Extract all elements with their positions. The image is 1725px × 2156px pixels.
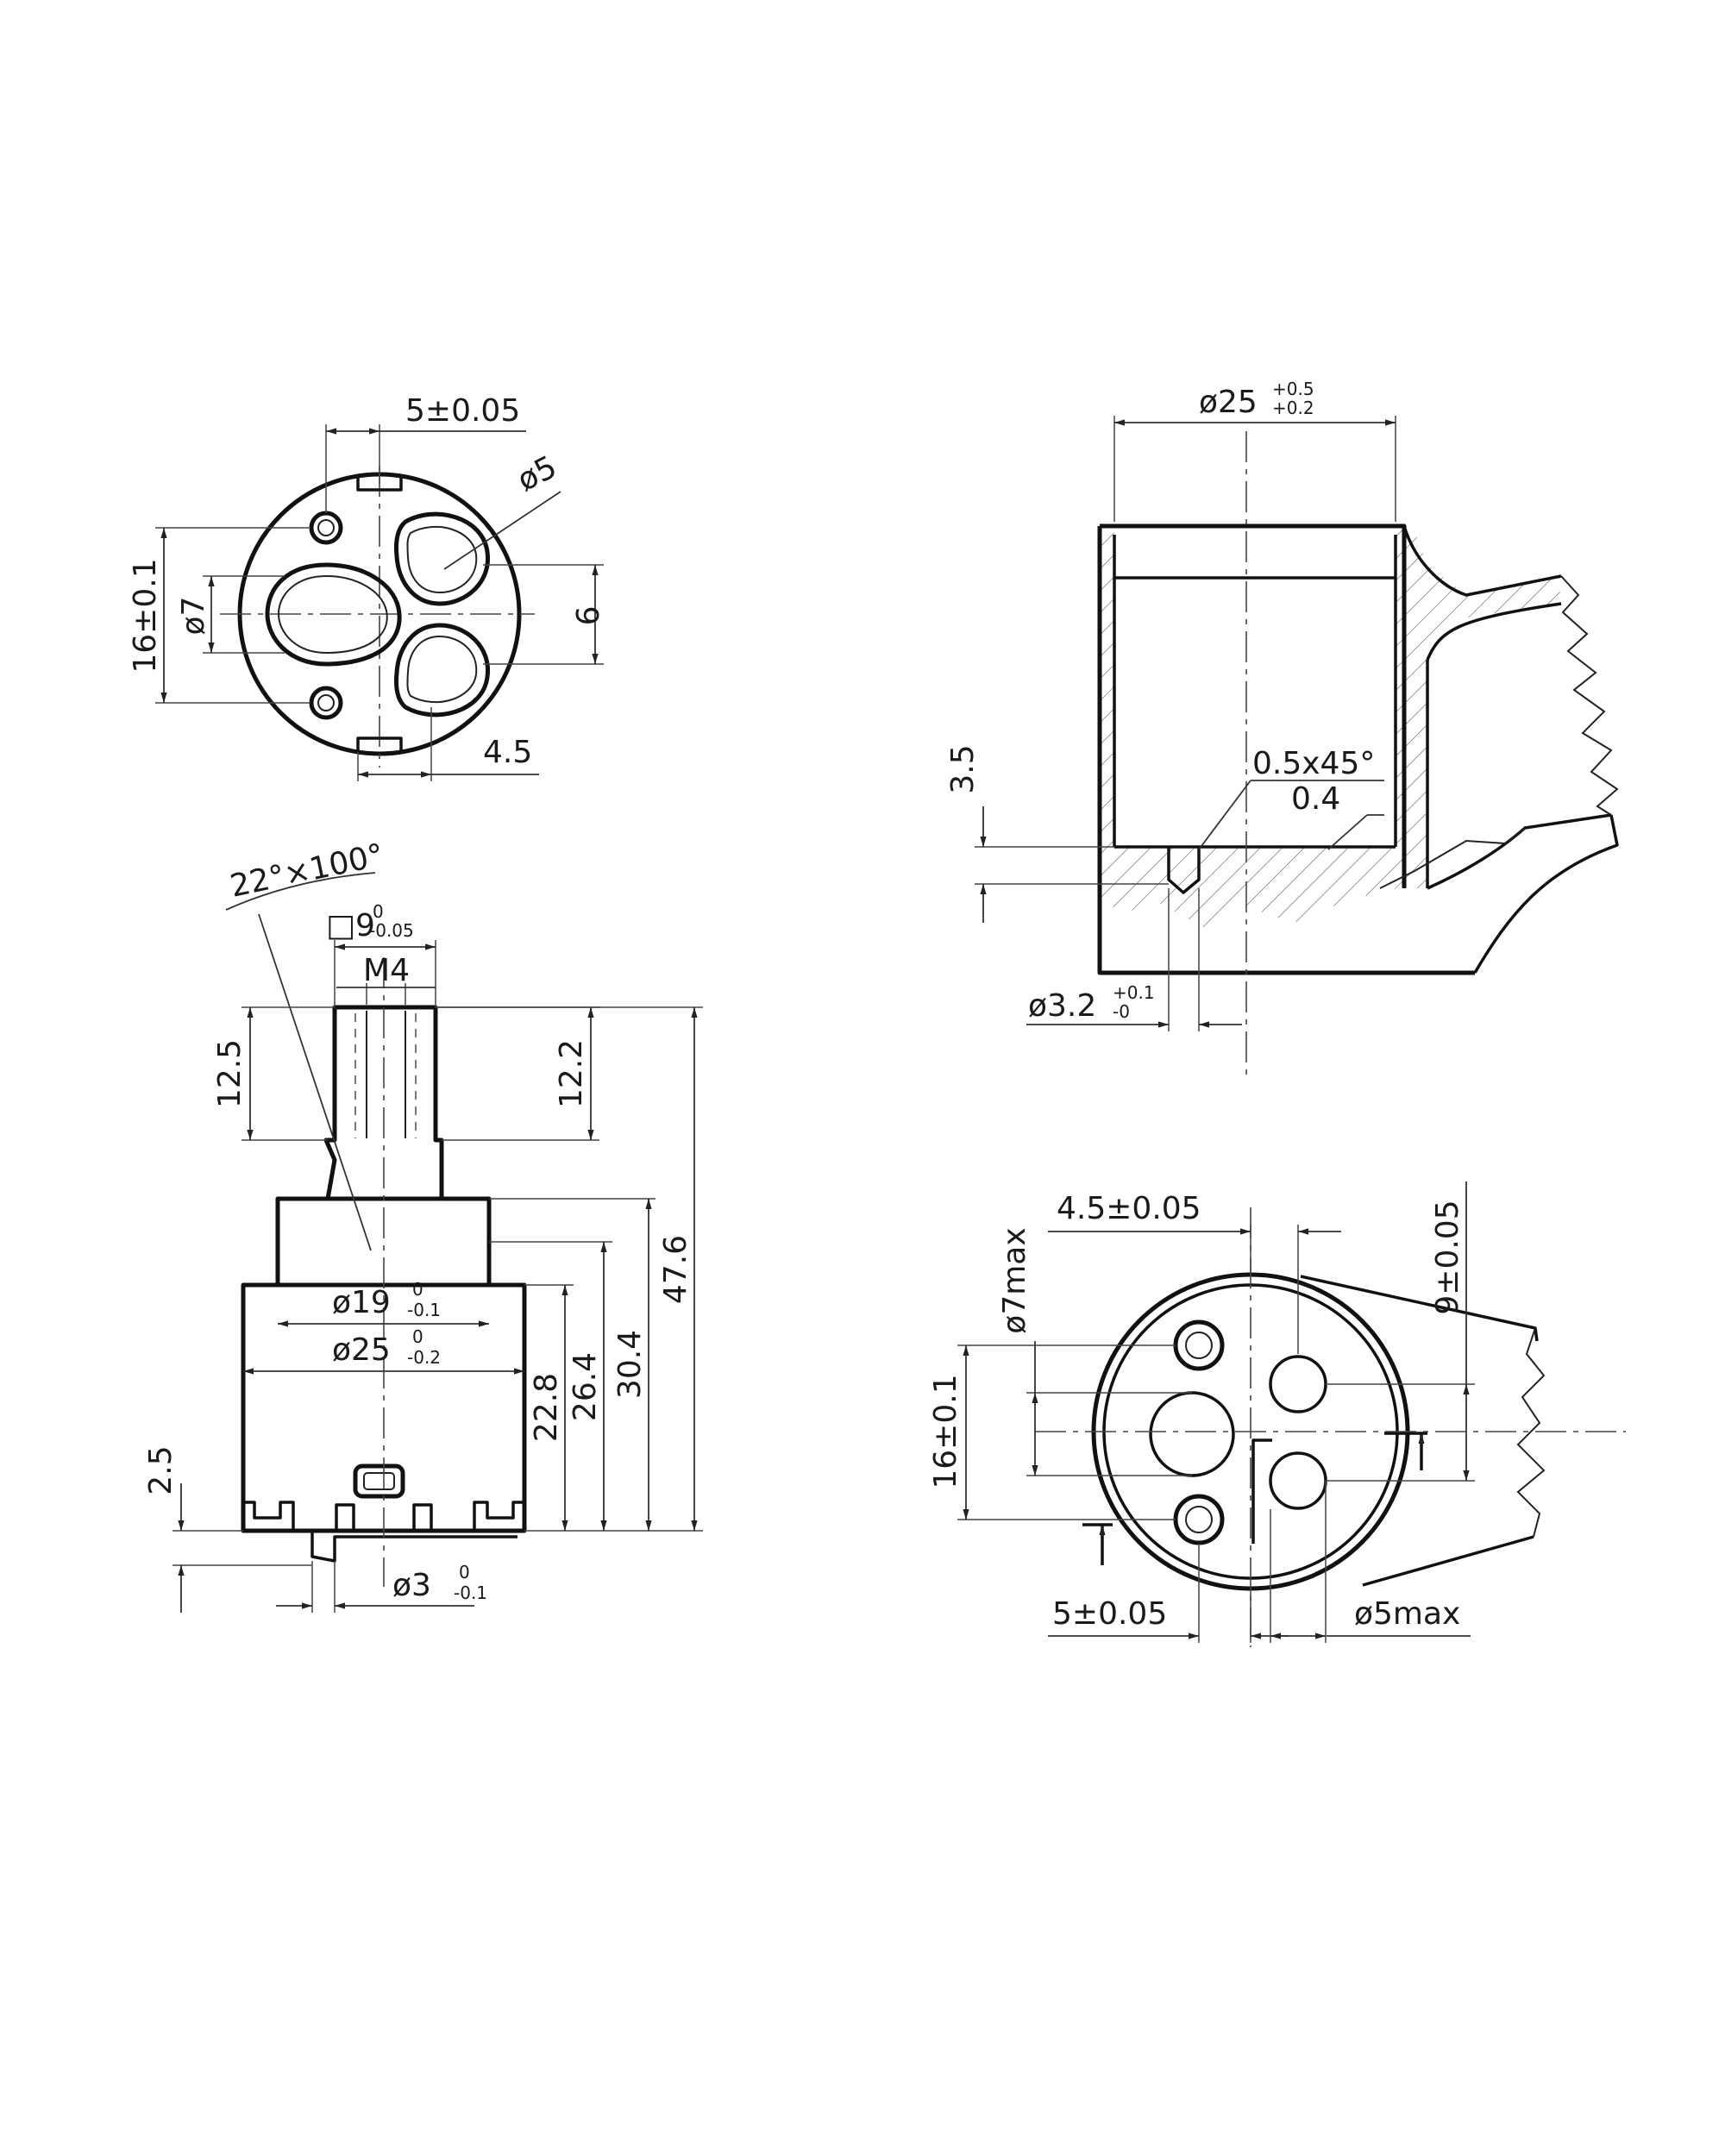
- dim-16-pm-0-1-seat: 16±0.1: [928, 1374, 963, 1489]
- section-pin-hole: [1167, 847, 1201, 894]
- section-wall-left: [1100, 526, 1114, 847]
- dim-4-5-top: 4.5: [483, 735, 532, 770]
- dim-9-top: 9: [568, 606, 604, 626]
- dim-dia-25-bore: ø25: [1199, 385, 1258, 420]
- seat-view-port-upper: [1269, 1355, 1327, 1413]
- dim-chamfer-22x100: 22°×100°: [227, 837, 386, 905]
- dim-dia-3-tol-upper: 0: [459, 1562, 470, 1583]
- dim-26-4: 26.4: [568, 1352, 603, 1421]
- dim-12-2: 12.2: [554, 1039, 589, 1108]
- dim-square-9-tol-lower: -0.05: [369, 920, 414, 941]
- side-view-latch: [353, 1463, 405, 1499]
- seat-view-break: [1516, 1327, 1546, 1538]
- dim-9-pm-0-05: 9±0.05: [1430, 1200, 1465, 1314]
- dim-3-5: 3.5: [945, 744, 981, 793]
- side-view-base: [242, 1501, 526, 1531]
- section-wall-right-hatch: [1396, 526, 1561, 888]
- dim-47-6: 47.6: [658, 1235, 693, 1304]
- top-view-small-hole-top: [309, 511, 343, 545]
- dim-16-pm-0-1-top: 16±0.1: [128, 558, 163, 673]
- section-break-lower: [1379, 827, 1526, 889]
- top-view-lower-port: [394, 623, 491, 718]
- top-view-main-port: [265, 562, 402, 667]
- top-view-bottom-notch: [356, 736, 403, 752]
- dim-dia-5: ø5: [511, 449, 562, 498]
- dim-dia-3-tol-lower: -0.1: [454, 1583, 487, 1603]
- dim-2-5: 2.5: [143, 1445, 179, 1495]
- top-view: 5±0.05 ø5 16±0.1 ø7 9 4.5: [128, 393, 604, 781]
- top-view-top-notch: [356, 477, 403, 492]
- top-view-upper-port: [394, 511, 491, 606]
- dim-dia-19-tol-lower: -0.1: [407, 1300, 441, 1320]
- dim-22-8: 22.8: [529, 1373, 564, 1442]
- dim-dia-3-2-tol-upper: +0.1: [1113, 982, 1155, 1003]
- side-view-pin: [310, 1531, 518, 1563]
- dim-dia-25-side-tol-upper: 0: [412, 1326, 423, 1347]
- dim-dia-25-bore-tol-lower: +0.2: [1272, 398, 1314, 418]
- seat-view-port-lower: [1269, 1451, 1327, 1510]
- dim-dia-19-tol-upper: 0: [412, 1279, 423, 1300]
- dim-5-pm-0-05-seat: 5±0.05: [1052, 1596, 1167, 1632]
- seat-view-hole-bottom-left: [1173, 1494, 1225, 1545]
- dim-dia-25-bore-tol-upper: +0.5: [1272, 379, 1314, 399]
- dim-30-4: 30.4: [612, 1330, 648, 1399]
- dim-square-9: □9: [326, 908, 375, 943]
- dim-dia-25-side: ø25: [332, 1332, 391, 1368]
- dim-dia-5max: ø5max: [1354, 1596, 1460, 1632]
- seat-view-body: [1300, 1275, 1539, 1587]
- seat-view-main-port: [1149, 1391, 1235, 1477]
- seat-view-hole-top-left: [1173, 1319, 1225, 1371]
- dim-chamfer-0-5x45: 0.5x45°: [1252, 746, 1375, 781]
- dim-5-pm-0-05-top: 5±0.05: [405, 393, 520, 429]
- side-view: 22°×100° □9 0 -0.05 M4 12.5 12.2 ø19 0 -…: [143, 837, 703, 1613]
- dim-0-4: 0.4: [1291, 781, 1340, 817]
- dim-4-5-pm-0-05: 4.5±0.05: [1057, 1191, 1201, 1226]
- dim-square-9-tol-upper: 0: [373, 901, 384, 922]
- dim-dia-25-side-tol-lower: -0.2: [407, 1347, 441, 1368]
- dim-dia-19: ø19: [332, 1285, 391, 1320]
- dim-dia-3-2-tol-lower: -0: [1113, 1001, 1130, 1022]
- dim-12-5: 12.5: [212, 1039, 248, 1108]
- dim-dia-7-top: ø7: [176, 597, 211, 636]
- section-floor-hatch: [1100, 847, 1396, 927]
- dim-dia-3-2: ø3.2: [1028, 988, 1096, 1024]
- section-break-upper: [1560, 575, 1619, 816]
- seat-view: 4.5±0.05 ø7max 9±0.05 16±0.1 5±0.05 ø5ma…: [928, 1181, 1626, 1647]
- top-view-small-hole-bottom: [309, 686, 343, 720]
- dim-dia-3: ø3: [392, 1568, 431, 1603]
- dim-m4-thread: M4: [363, 953, 410, 988]
- section-view: ø25 +0.5 +0.2 3.5 0.5x45° 0.4 ø3.2 +0.1 …: [945, 379, 1619, 1078]
- dim-dia-7max: ø7max: [997, 1227, 1032, 1333]
